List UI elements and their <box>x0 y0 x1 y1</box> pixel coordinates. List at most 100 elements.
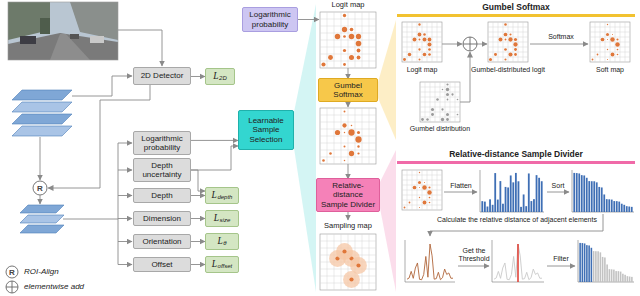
dot <box>409 202 411 204</box>
dot <box>357 49 361 53</box>
bar <box>582 243 584 282</box>
box-text: Learnable Sample Selection <box>241 116 291 144</box>
bar <box>578 173 580 212</box>
dot <box>355 136 361 142</box>
dot <box>423 33 426 36</box>
dot <box>357 145 359 147</box>
dot <box>610 37 615 42</box>
bar <box>487 207 489 212</box>
dot <box>427 190 432 195</box>
connector <box>191 241 205 242</box>
dot <box>509 33 511 35</box>
loss-subscript: 2D <box>219 75 227 82</box>
bar <box>583 175 585 212</box>
loss-box: Loffset <box>205 256 239 273</box>
bar <box>620 272 622 282</box>
bar <box>626 206 628 212</box>
dot <box>356 41 362 47</box>
feature-stack <box>12 90 72 136</box>
dot <box>419 187 420 188</box>
bar <box>591 248 593 282</box>
grid-frame <box>488 22 528 62</box>
dot <box>413 38 417 42</box>
dot <box>429 197 431 199</box>
bar <box>597 251 599 282</box>
bar <box>512 182 514 212</box>
bar <box>628 207 630 212</box>
dot <box>322 159 325 162</box>
dot <box>446 88 449 91</box>
grid-lines <box>488 22 528 62</box>
dot <box>441 118 444 121</box>
axis <box>480 170 544 212</box>
dot <box>419 59 421 61</box>
dot <box>508 37 512 41</box>
dot <box>431 113 434 116</box>
bar <box>494 173 496 212</box>
dot <box>329 152 332 155</box>
loss-box: Lθ <box>205 233 239 250</box>
dot <box>504 33 508 37</box>
bar <box>515 173 517 212</box>
box-text: Dimension <box>143 214 181 223</box>
bar <box>497 200 499 212</box>
dot <box>343 14 346 17</box>
gumbel-box: Gumbel Softmax <box>318 78 378 102</box>
bar <box>631 207 633 212</box>
bar <box>623 205 625 212</box>
bar <box>595 251 597 282</box>
dot <box>343 63 346 66</box>
dot <box>418 23 420 25</box>
grid-lines <box>402 22 442 62</box>
step-label: Flatten <box>444 182 478 190</box>
bar <box>520 207 522 212</box>
bar <box>489 199 491 212</box>
bar-chart <box>572 170 634 212</box>
dot <box>457 99 459 101</box>
bar <box>502 204 504 212</box>
bar <box>581 175 583 212</box>
selection-box: Learnable Sample Selection <box>238 110 294 150</box>
dot <box>499 38 503 42</box>
dot <box>451 93 453 95</box>
bar <box>609 269 611 282</box>
axis <box>578 240 634 282</box>
bar <box>586 178 588 212</box>
box-text: Depth <box>151 191 172 200</box>
dot <box>429 202 431 204</box>
bar <box>510 175 512 212</box>
loss-symbol: L <box>212 259 217 270</box>
grid-map <box>420 82 460 122</box>
bar <box>622 274 624 282</box>
step-label: Sort <box>546 182 570 190</box>
bar <box>606 264 608 282</box>
dot <box>441 108 443 110</box>
dot <box>505 39 507 41</box>
grid-lines <box>320 234 376 290</box>
step-label: Calculate the relative distance of adjac… <box>412 216 622 224</box>
connector <box>191 76 205 77</box>
dot <box>514 38 517 41</box>
grid-map <box>402 170 442 210</box>
box-text: Logarithmic probability <box>245 10 295 28</box>
bar <box>616 201 618 212</box>
bar <box>598 187 600 212</box>
bar <box>618 202 620 212</box>
bar <box>627 276 629 282</box>
grid-frame <box>320 234 376 290</box>
grid-lines <box>320 108 376 164</box>
legend-text: ROI-Align <box>24 267 59 276</box>
dot <box>356 34 361 39</box>
bar <box>481 201 483 212</box>
bar <box>600 252 602 282</box>
grid-lines <box>420 82 460 122</box>
dot <box>504 48 507 51</box>
map-label: Logit map <box>318 1 378 10</box>
dot <box>349 55 354 60</box>
legend-text: elementwise add <box>24 282 84 291</box>
dot <box>335 34 340 39</box>
line-chart <box>405 240 455 282</box>
grid-map <box>488 22 528 62</box>
head-box: Offset <box>133 257 191 272</box>
dot <box>597 54 599 56</box>
